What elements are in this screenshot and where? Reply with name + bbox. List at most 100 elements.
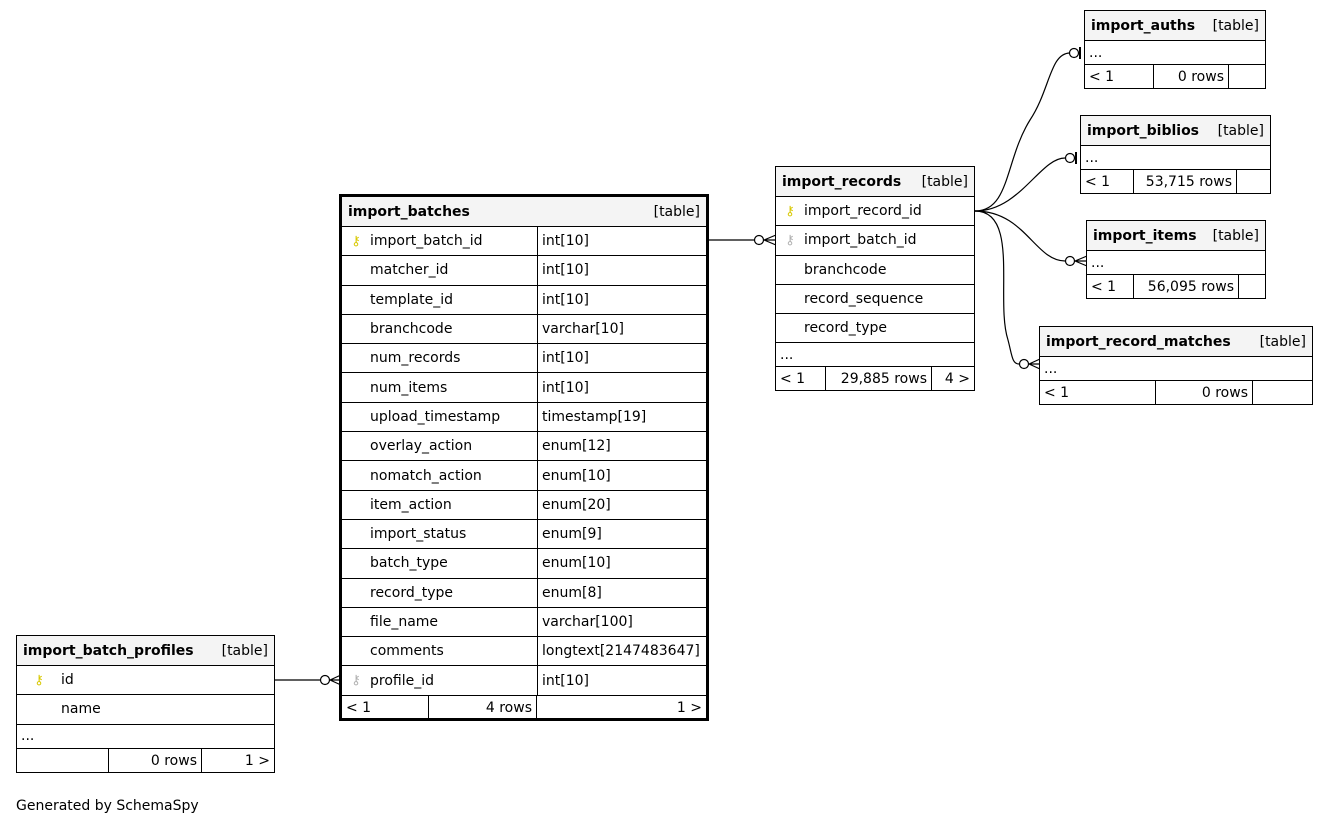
column-name: import_batch_id: [370, 233, 483, 250]
foreign-key-icon: ⚷: [785, 232, 795, 248]
column-row[interactable]: ⚷ import_batch_id: [776, 226, 974, 256]
footer-parents: < 1: [1040, 381, 1156, 405]
footer-children: [1237, 170, 1270, 194]
table-header: import_records [table]: [776, 167, 974, 197]
table-footer: < 1 4 rows 1 >: [342, 695, 706, 720]
column-name: branchcode: [370, 321, 453, 338]
footer-children: [1253, 381, 1312, 405]
table-import-biblios[interactable]: import_biblios [table] ... < 1 53,715 ro…: [1080, 115, 1271, 194]
primary-key-icon: ⚷: [351, 233, 361, 249]
column-name: import_status: [370, 526, 467, 543]
table-tag: [table]: [1217, 122, 1264, 139]
footer-row-count: 4 rows: [429, 695, 537, 720]
column-row[interactable]: record_type enum[8]: [342, 578, 706, 608]
foreign-key-icon: ⚷: [351, 673, 361, 689]
table-import-records[interactable]: import_records [table] ⚷import_record_id…: [775, 166, 975, 392]
footer-children: 4 >: [944, 371, 970, 388]
column-name-cell: name: [17, 695, 101, 723]
column-type: varchar[100]: [537, 607, 706, 637]
table-name: import_batches: [348, 203, 470, 220]
more-columns: ...: [776, 343, 974, 368]
column-name-cell: import_status: [342, 520, 537, 548]
column-row[interactable]: file_name varchar[100]: [342, 607, 706, 638]
column-row[interactable]: record_sequence: [776, 285, 974, 315]
column-name-cell: ⚷ profile_id: [342, 666, 537, 694]
footer-parents: < 1: [776, 367, 826, 392]
column-row[interactable]: branchcode varchar[10]: [342, 314, 706, 345]
table-footer: < 1 56,095 rows: [1087, 275, 1265, 299]
column-name: import_batch_id: [804, 232, 917, 249]
footer-parents: < 1: [1085, 65, 1154, 89]
column-row[interactable]: ⚷id: [17, 666, 274, 696]
column-row[interactable]: name: [17, 695, 274, 725]
footer-row-count: 29,885 rows: [826, 367, 932, 392]
footer-parents: < 1: [1087, 275, 1134, 299]
column-name: nomatch_action: [370, 467, 482, 484]
column-name: profile_id: [370, 672, 434, 689]
column-type: int[10]: [537, 285, 706, 314]
table-name: import_batch_profiles: [23, 642, 194, 659]
column-row[interactable]: ⚷ import_batch_id int[10]: [342, 227, 706, 257]
column-name-cell: comments: [342, 637, 537, 665]
edge-batches-records: [708, 234, 777, 246]
column-name: upload_timestamp: [370, 408, 501, 425]
footer-children: 1 >: [676, 699, 702, 716]
column-name-cell: nomatch_action: [342, 461, 537, 489]
table-footer: < 1 29,885 rows 4 >: [776, 367, 974, 392]
table-import-auths[interactable]: import_auths [table] ... < 1 0 rows: [1084, 10, 1266, 89]
column-name-cell: branchcode: [776, 256, 886, 284]
column-name-cell: num_items: [342, 373, 537, 401]
column-name: branchcode: [804, 261, 887, 278]
footer-row-count: 53,715 rows: [1134, 170, 1237, 194]
footer-row-count: 56,095 rows: [1134, 275, 1239, 299]
column-name: overlay_action: [370, 438, 473, 455]
column-row[interactable]: branchcode: [776, 256, 974, 285]
footer-parents: < 1: [1081, 170, 1134, 194]
table-header: import_record_matches [table]: [1040, 327, 1312, 357]
table-import-record-matches[interactable]: import_record_matches [table] ... < 1 0 …: [1039, 326, 1313, 405]
column-name-cell: record_type: [776, 314, 887, 342]
table-footer: < 1 53,715 rows: [1081, 170, 1270, 194]
table-tag: [table]: [221, 642, 268, 659]
table-footer: 0 rows 1 >: [17, 748, 274, 773]
table-tag: [table]: [921, 173, 968, 190]
column-type: enum[8]: [537, 578, 706, 607]
column-name: record_type: [370, 584, 453, 601]
column-name: name: [61, 701, 101, 718]
column-name: comments: [370, 643, 444, 660]
table-tag: [table]: [653, 203, 700, 220]
column-type: int[10]: [537, 227, 706, 256]
column-name-cell: branchcode: [342, 315, 537, 343]
column-name: record_type: [804, 320, 887, 337]
table-header: import_biblios [table]: [1081, 116, 1270, 146]
column-name: file_name: [370, 614, 439, 630]
column-type: varchar[10]: [537, 314, 706, 344]
table-name: import_record_matches: [1046, 333, 1231, 350]
footer-row-count: 0 rows: [109, 748, 202, 773]
column-name-cell: record_sequence: [776, 285, 923, 313]
table-header: import_batches [table]: [342, 197, 706, 227]
footer-row-count: 0 rows: [1156, 381, 1253, 405]
column-name-cell: template_id: [342, 286, 537, 314]
column-row[interactable]: ⚷import_record_id: [776, 197, 974, 227]
table-import-items[interactable]: import_items [table] ... < 1 56,095 rows: [1086, 220, 1266, 299]
column-row[interactable]: record_type: [776, 314, 974, 344]
column-name-cell: matcher_id: [342, 256, 537, 284]
table-tag: [table]: [1212, 227, 1259, 244]
column-name: num_records: [370, 350, 461, 367]
footer-row-count: 0 rows: [1154, 65, 1229, 89]
